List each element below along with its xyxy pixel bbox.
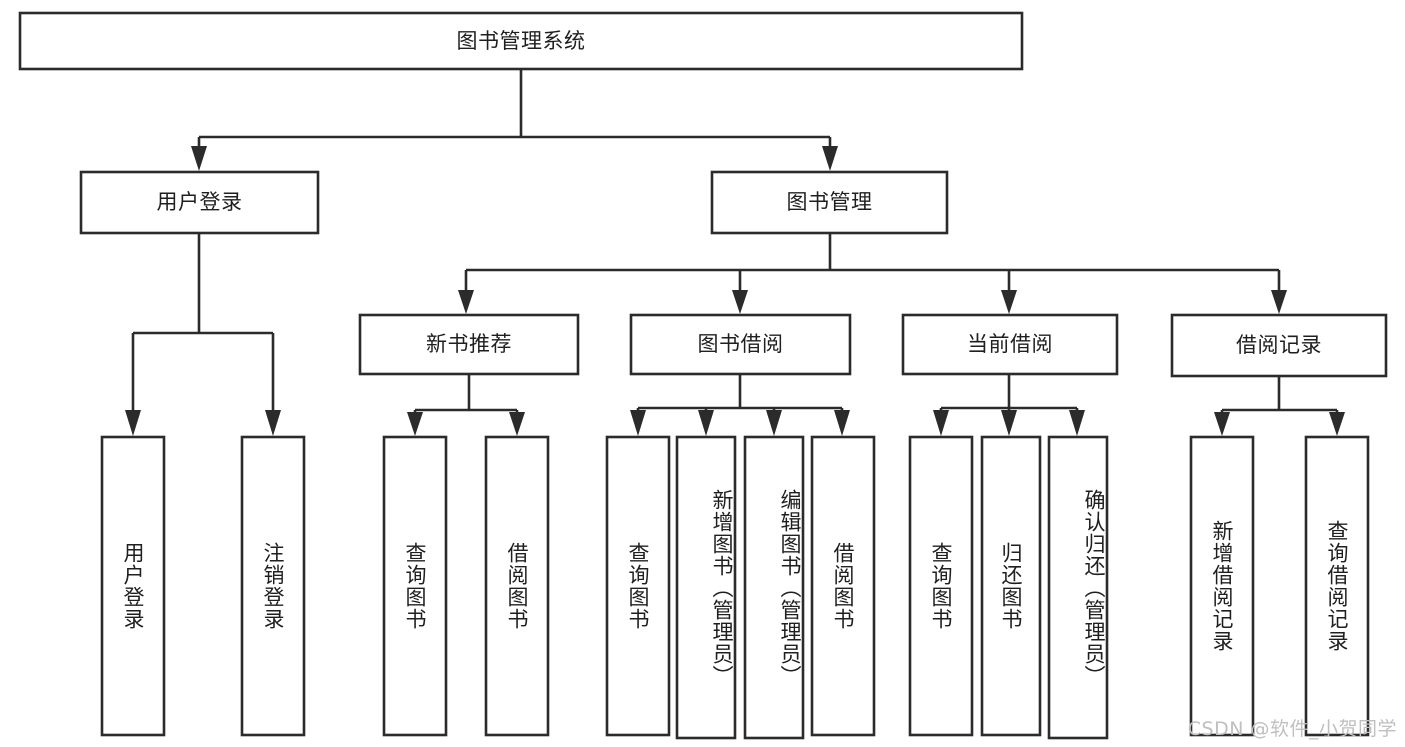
node-box-new-book-rec[interactable]	[358, 313, 580, 376]
arrow-head-cb-confirm-return	[1069, 410, 1085, 436]
arrow-head-br-query-record	[1329, 412, 1345, 436]
connector-group-root	[191, 69, 838, 171]
arrow-head-nbr-borrow-book	[509, 412, 525, 436]
arrow-head-book-mgmt	[822, 146, 838, 171]
node-box-leaf-user-login[interactable]	[100, 435, 166, 737]
arrow-head-bb-query-book	[630, 410, 646, 436]
node-box-leaf-cb-confirm-return[interactable]	[1047, 435, 1109, 740]
node-box-leaf-bb-borrow-book[interactable]	[810, 435, 876, 737]
arrow-head-leaf-user-login	[125, 410, 141, 436]
arrow-head-bb-add-book	[698, 410, 714, 436]
arrow-head-cb-query-book	[933, 410, 949, 436]
arrow-head-bb-edit-book	[766, 410, 782, 436]
node-box-leaf-nbr-query-book[interactable]	[382, 435, 448, 737]
node-box-leaf-bb-add-book[interactable]	[675, 435, 737, 740]
node-box-current-borrow[interactable]	[901, 313, 1119, 376]
arrow-head-borrow-record	[1271, 290, 1287, 314]
node-box-leaf-bb-edit-book[interactable]	[743, 435, 805, 740]
arrow-head-user-login	[191, 146, 207, 171]
node-box-leaf-logout[interactable]	[240, 435, 306, 737]
connector-group-book-borrow	[630, 374, 850, 436]
node-box-borrow-record[interactable]	[1170, 313, 1388, 378]
connector-group-current-borrow	[933, 374, 1085, 436]
arrow-head-new-book-rec	[458, 290, 474, 314]
node-box-leaf-br-add-record[interactable]	[1189, 435, 1255, 737]
connector-group-user-login	[125, 233, 281, 436]
arrow-head-cb-return-book	[1001, 410, 1017, 436]
arrow-head-book-borrow	[732, 290, 748, 314]
node-box-leaf-cb-query-book[interactable]	[908, 435, 974, 737]
node-box-leaf-nbr-borrow-book[interactable]	[484, 435, 550, 737]
arrow-head-current-borrow	[1001, 290, 1017, 314]
arrow-head-leaf-logout	[265, 410, 281, 436]
arrow-head-bb-borrow-book	[834, 410, 850, 436]
node-box-leaf-bb-query-book[interactable]	[605, 435, 671, 737]
node-box-leaf-cb-return-book[interactable]	[980, 435, 1042, 737]
arrow-head-nbr-query-book	[407, 412, 423, 436]
connector-group-book-mgmt	[458, 233, 1287, 314]
connector-group-borrow-record	[1214, 376, 1345, 436]
node-box-user-login[interactable]	[79, 170, 320, 235]
node-box-book-borrow[interactable]	[629, 313, 852, 376]
node-box-book-mgmt[interactable]	[710, 170, 949, 235]
connector-group-new-book-rec	[407, 374, 525, 436]
arrow-head-br-add-record	[1214, 412, 1230, 436]
node-box-leaf-br-query-record[interactable]	[1304, 435, 1370, 737]
node-box-root[interactable]	[18, 11, 1024, 71]
